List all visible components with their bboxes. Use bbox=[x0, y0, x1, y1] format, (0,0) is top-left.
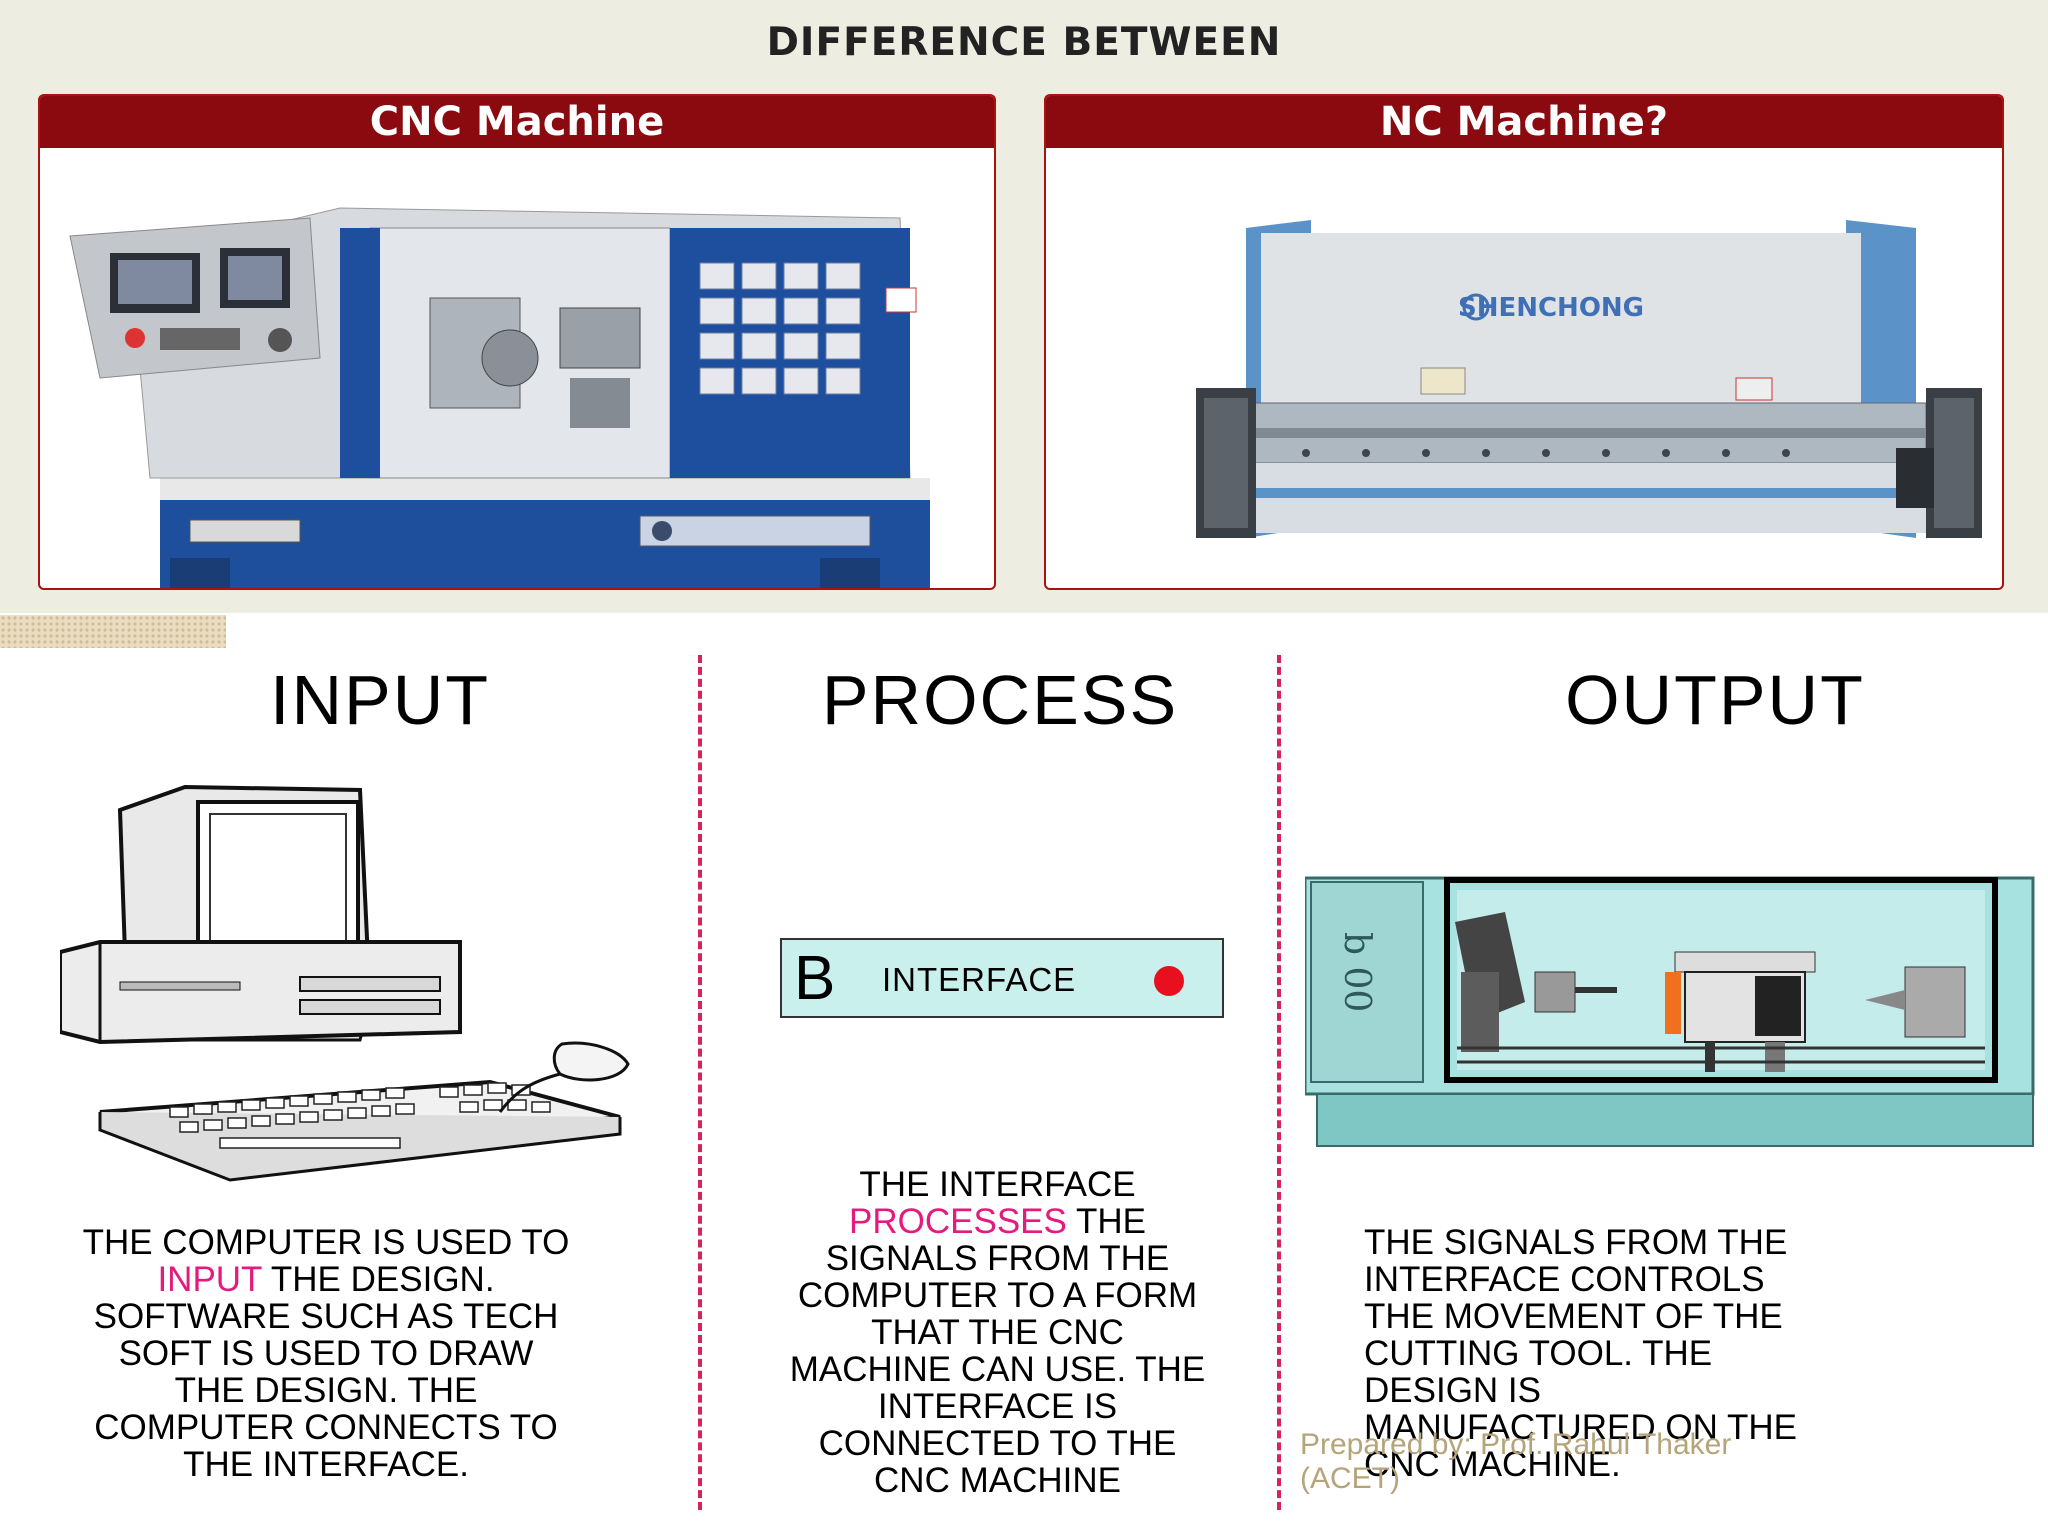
input-heading: INPUT bbox=[270, 661, 490, 739]
input-text-line: COMPUTER CONNECTS TO bbox=[94, 1408, 558, 1447]
output-text-line: INTERFACE CONTROLS bbox=[1364, 1260, 1765, 1299]
input-text-line: INPUT THE DESIGN. bbox=[157, 1260, 495, 1299]
cnc-lathe-image bbox=[69, 207, 930, 588]
output-text-line: CUTTING TOOL. THE bbox=[1364, 1334, 1713, 1373]
slide-title: DIFFERENCE BETWEEN bbox=[766, 20, 1282, 65]
interface-panel: B INTERFACE bbox=[780, 938, 1224, 1018]
output-description: THE SIGNALS FROM THE INTERFACE CONTROLS … bbox=[1364, 1224, 2034, 1483]
press-brake-image: SHENCHONG bbox=[1196, 220, 1982, 538]
output-text-line: THE SIGNALS FROM THE bbox=[1364, 1223, 1788, 1262]
output-text-line: MANUFACTURED ON THE bbox=[1364, 1408, 1797, 1447]
column-divider-left bbox=[698, 655, 702, 1510]
process-text-line: MACHINE CAN USE. THE bbox=[789, 1350, 1206, 1389]
input-highlight: INPUT bbox=[157, 1260, 262, 1299]
process-text-line: CONNECTED TO THE bbox=[818, 1424, 1177, 1463]
column-divider-right bbox=[1277, 655, 1281, 1510]
indicator-light-icon bbox=[1154, 966, 1184, 996]
process-text-line: SIGNALS FROM THE bbox=[825, 1239, 1170, 1278]
input-text-line: THE DESIGN. THE bbox=[174, 1371, 478, 1410]
process-text-line: COMPUTER TO A FORM bbox=[797, 1276, 1198, 1315]
interface-label: INTERFACE bbox=[882, 961, 1077, 998]
process-text-line: CNC MACHINE bbox=[874, 1461, 1121, 1500]
cnc-card-heading: CNC Machine bbox=[40, 96, 994, 148]
process-description: THE INTERFACE PROCESSES THE SIGNALS FROM… bbox=[710, 1166, 1285, 1499]
output-text-line: THE MOVEMENT OF THE bbox=[1364, 1297, 1783, 1336]
nc-machine-card: NC Machine? SHENCHONG bbox=[1044, 94, 2004, 590]
cnc-machine-illustration: b 00 bbox=[1305, 876, 2035, 1147]
process-highlight: PROCESSES bbox=[849, 1202, 1067, 1241]
process-text-line: INTERFACE IS bbox=[877, 1387, 1118, 1426]
process-text-line: THE INTERFACE bbox=[859, 1165, 1136, 1204]
output-heading: OUTPUT bbox=[1565, 661, 1865, 739]
shenchong-brand-text: SHENCHONG bbox=[1458, 293, 1644, 323]
author-watermark: Prepared by: Prof. Rahul Thaker (ACET) bbox=[1300, 1428, 1731, 1496]
output-text-line: CNC MACHINE. bbox=[1364, 1445, 1621, 1484]
process-text-line: PROCESSES THE bbox=[849, 1202, 1146, 1241]
process-heading: PROCESS bbox=[821, 661, 1179, 739]
output-text-line: DESIGN IS bbox=[1364, 1371, 1541, 1410]
process-text-line: THAT THE CNC bbox=[871, 1313, 1124, 1352]
cnc-machine-card: CNC Machine bbox=[38, 94, 996, 590]
nc-card-heading: NC Machine? bbox=[1046, 96, 2002, 148]
interface-letter: B bbox=[794, 944, 836, 1013]
input-text-line: THE INTERFACE. bbox=[183, 1445, 469, 1484]
watermark-line: (ACET) bbox=[1300, 1462, 1400, 1495]
decorative-strip bbox=[0, 615, 226, 648]
input-description: THE COMPUTER IS USED TO INPUT THE DESIGN… bbox=[0, 1224, 652, 1483]
computer-illustration bbox=[60, 784, 630, 1182]
watermark-line: Prepared by: Prof. Rahul Thaker bbox=[1300, 1428, 1732, 1461]
input-text-line: SOFT IS USED TO DRAW bbox=[118, 1334, 534, 1373]
input-text-line: THE COMPUTER IS USED TO bbox=[82, 1223, 570, 1262]
svg-text:b 00: b 00 bbox=[1336, 932, 1377, 1012]
input-text-line: SOFTWARE SUCH AS TECH bbox=[93, 1297, 559, 1336]
